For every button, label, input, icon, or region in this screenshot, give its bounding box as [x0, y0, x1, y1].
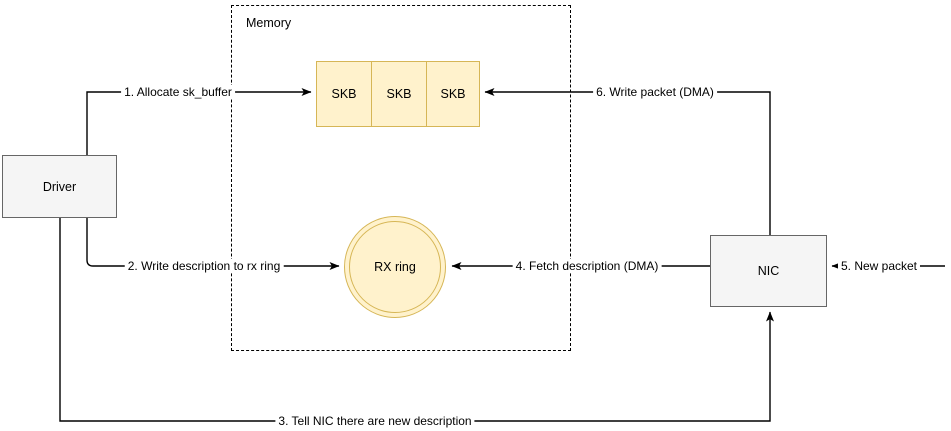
edge-1-label: 1. Allocate sk_buffer [121, 85, 235, 99]
node-skb-2-label: SKB [386, 87, 412, 101]
memory-container-label: Memory [246, 16, 292, 30]
node-skb-3-label: SKB [440, 87, 466, 101]
edge-6-label: 6. Write packet (DMA) [593, 85, 717, 99]
edge-2-write-description [86, 218, 340, 270]
node-rx-ring[interactable]: RX ring [344, 216, 446, 318]
edge-5-label: 5. New packet [837, 259, 921, 273]
node-driver[interactable]: Driver [2, 155, 117, 218]
node-rx-ring-label: RX ring [374, 260, 416, 274]
edge-6-write-packet [484, 88, 771, 235]
node-skb-1-label: SKB [331, 87, 357, 101]
node-skb-2[interactable]: SKB [371, 62, 426, 126]
edge-4-label: 4. Fetch description (DMA) [512, 259, 662, 273]
skb-buffer-strip: SKB SKB SKB [316, 61, 480, 127]
node-skb-3[interactable]: SKB [426, 62, 479, 126]
node-nic[interactable]: NIC [710, 235, 827, 307]
edge-2-label: 2. Write description to rx ring [124, 259, 284, 273]
node-nic-label: NIC [757, 264, 780, 278]
node-driver-label: Driver [42, 179, 77, 194]
node-skb-1[interactable]: SKB [317, 62, 371, 126]
edge-3-label: 3. Tell NIC there are new description [275, 414, 475, 428]
rx-ring-inner-circle [349, 221, 441, 313]
memory-container [231, 5, 571, 351]
edge-1-allocate-skbuffer [86, 88, 312, 155]
